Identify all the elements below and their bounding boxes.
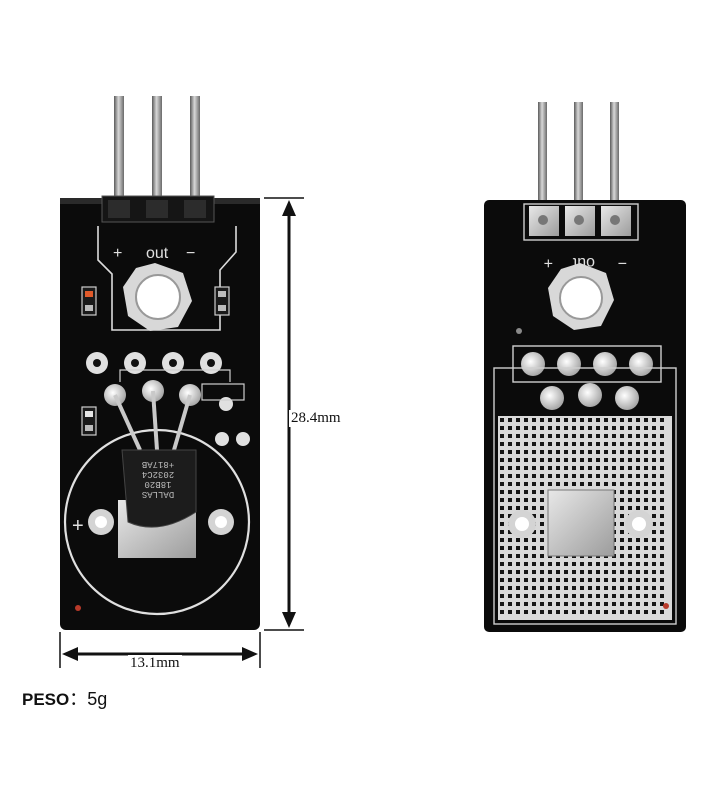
- back-thermal-pad: [547, 489, 615, 557]
- height-dimension-label: 28.4mm: [289, 410, 343, 427]
- front-mounting-hole: [123, 263, 192, 331]
- back-module: − out +: [484, 102, 686, 632]
- width-dimension-label: 13.1mm: [128, 655, 182, 672]
- chip-marking-line-1: DALLAS: [142, 489, 174, 499]
- back-minus-mark: −: [618, 254, 627, 271]
- back-header-pins: [538, 102, 619, 214]
- front-out-label: out: [146, 245, 169, 262]
- back-plus-mark: +: [544, 254, 553, 271]
- front-header-pins: [114, 96, 200, 216]
- weight-value: 5g: [87, 689, 108, 709]
- front-led-resistor: [81, 286, 230, 436]
- front-plus-mark: +: [113, 245, 122, 262]
- weight-key: PESO: [22, 690, 70, 709]
- weight-caption: PESO：5g: [22, 685, 107, 711]
- front-minus-mark: −: [186, 245, 195, 262]
- front-circle-plus: +: [72, 515, 84, 537]
- front-pad-row: [86, 352, 250, 446]
- back-mounting-hole: [548, 263, 614, 330]
- chip-marking-line-4: +817AB: [141, 459, 174, 469]
- weight-separator: ：: [69, 689, 88, 709]
- sensor-leads: [104, 380, 201, 451]
- ds18b20-chip: DALLAS 18B20 2032C4 +817AB: [121, 449, 197, 528]
- front-module: + out −: [60, 96, 260, 630]
- chip-marking-line-3: 2032C4: [142, 469, 174, 479]
- chip-marking-line-2: 18B20: [144, 479, 171, 489]
